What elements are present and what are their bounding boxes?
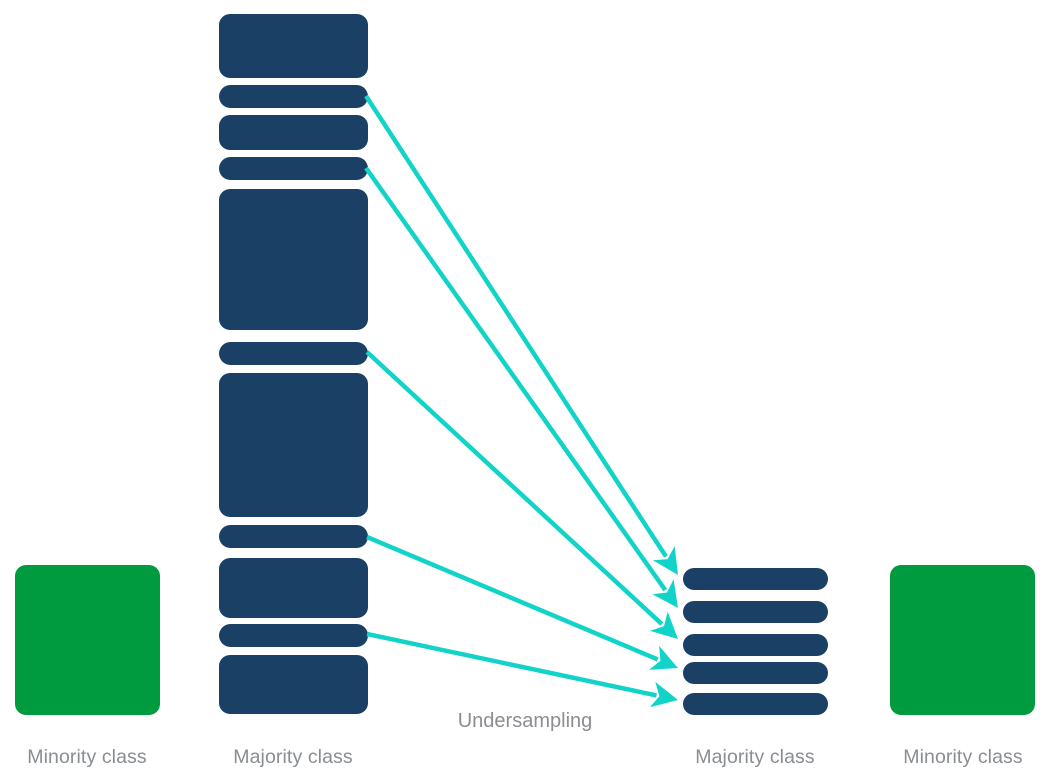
undersampling-arrow-3-shaft: [365, 350, 664, 626]
source-majority-bar: [219, 624, 368, 647]
undersampling-arrow-3: [365, 350, 678, 639]
undersampling-arrow-1-shaft: [364, 94, 668, 558]
undersampling-arrow-5: [366, 631, 678, 708]
result-minority-block: [890, 565, 1035, 715]
undersampling-arrow-3-head: [650, 611, 678, 639]
source-majority-caption: Majority class: [233, 746, 353, 768]
result-majority-bar: [683, 568, 828, 590]
result-minority-caption: Minority class: [903, 746, 1023, 768]
result-majority-caption: Majority class: [695, 746, 815, 768]
result-majority-bar: [683, 634, 828, 656]
undersampling-arrow-5-shaft: [366, 631, 657, 698]
source-majority-bar: [219, 558, 368, 618]
source-majority-bar: [219, 189, 368, 330]
undersampling-arrow-4-shaft: [366, 534, 659, 662]
result-majority-bar: [683, 662, 828, 684]
source-majority-bar: [219, 525, 368, 548]
undersampling-arrow-2-shaft: [364, 166, 668, 592]
result-majority-bar: [683, 693, 828, 715]
operation-label: Undersampling: [457, 710, 593, 732]
undersampling-arrow-1-head: [652, 546, 678, 575]
source-majority-bar: [219, 157, 368, 180]
source-majority-bar: [219, 655, 368, 714]
source-majority-bar: [219, 115, 368, 150]
undersampling-arrow-1: [364, 94, 678, 575]
source-majority-bar: [219, 14, 368, 78]
source-majority-bar: [219, 85, 368, 108]
source-minority-block: [15, 565, 160, 715]
undersampling-arrow-2: [364, 166, 678, 608]
source-majority-bar: [219, 342, 368, 365]
source-minority-caption: Minority class: [27, 746, 147, 768]
undersampling-arrow-5-head: [649, 681, 678, 708]
source-majority-bar: [219, 373, 368, 517]
undersampling-arrow-4-head: [649, 645, 678, 670]
undersampling-arrow-2-head: [652, 579, 678, 608]
result-majority-bar: [683, 601, 828, 623]
undersampling-arrow-4: [366, 534, 678, 670]
